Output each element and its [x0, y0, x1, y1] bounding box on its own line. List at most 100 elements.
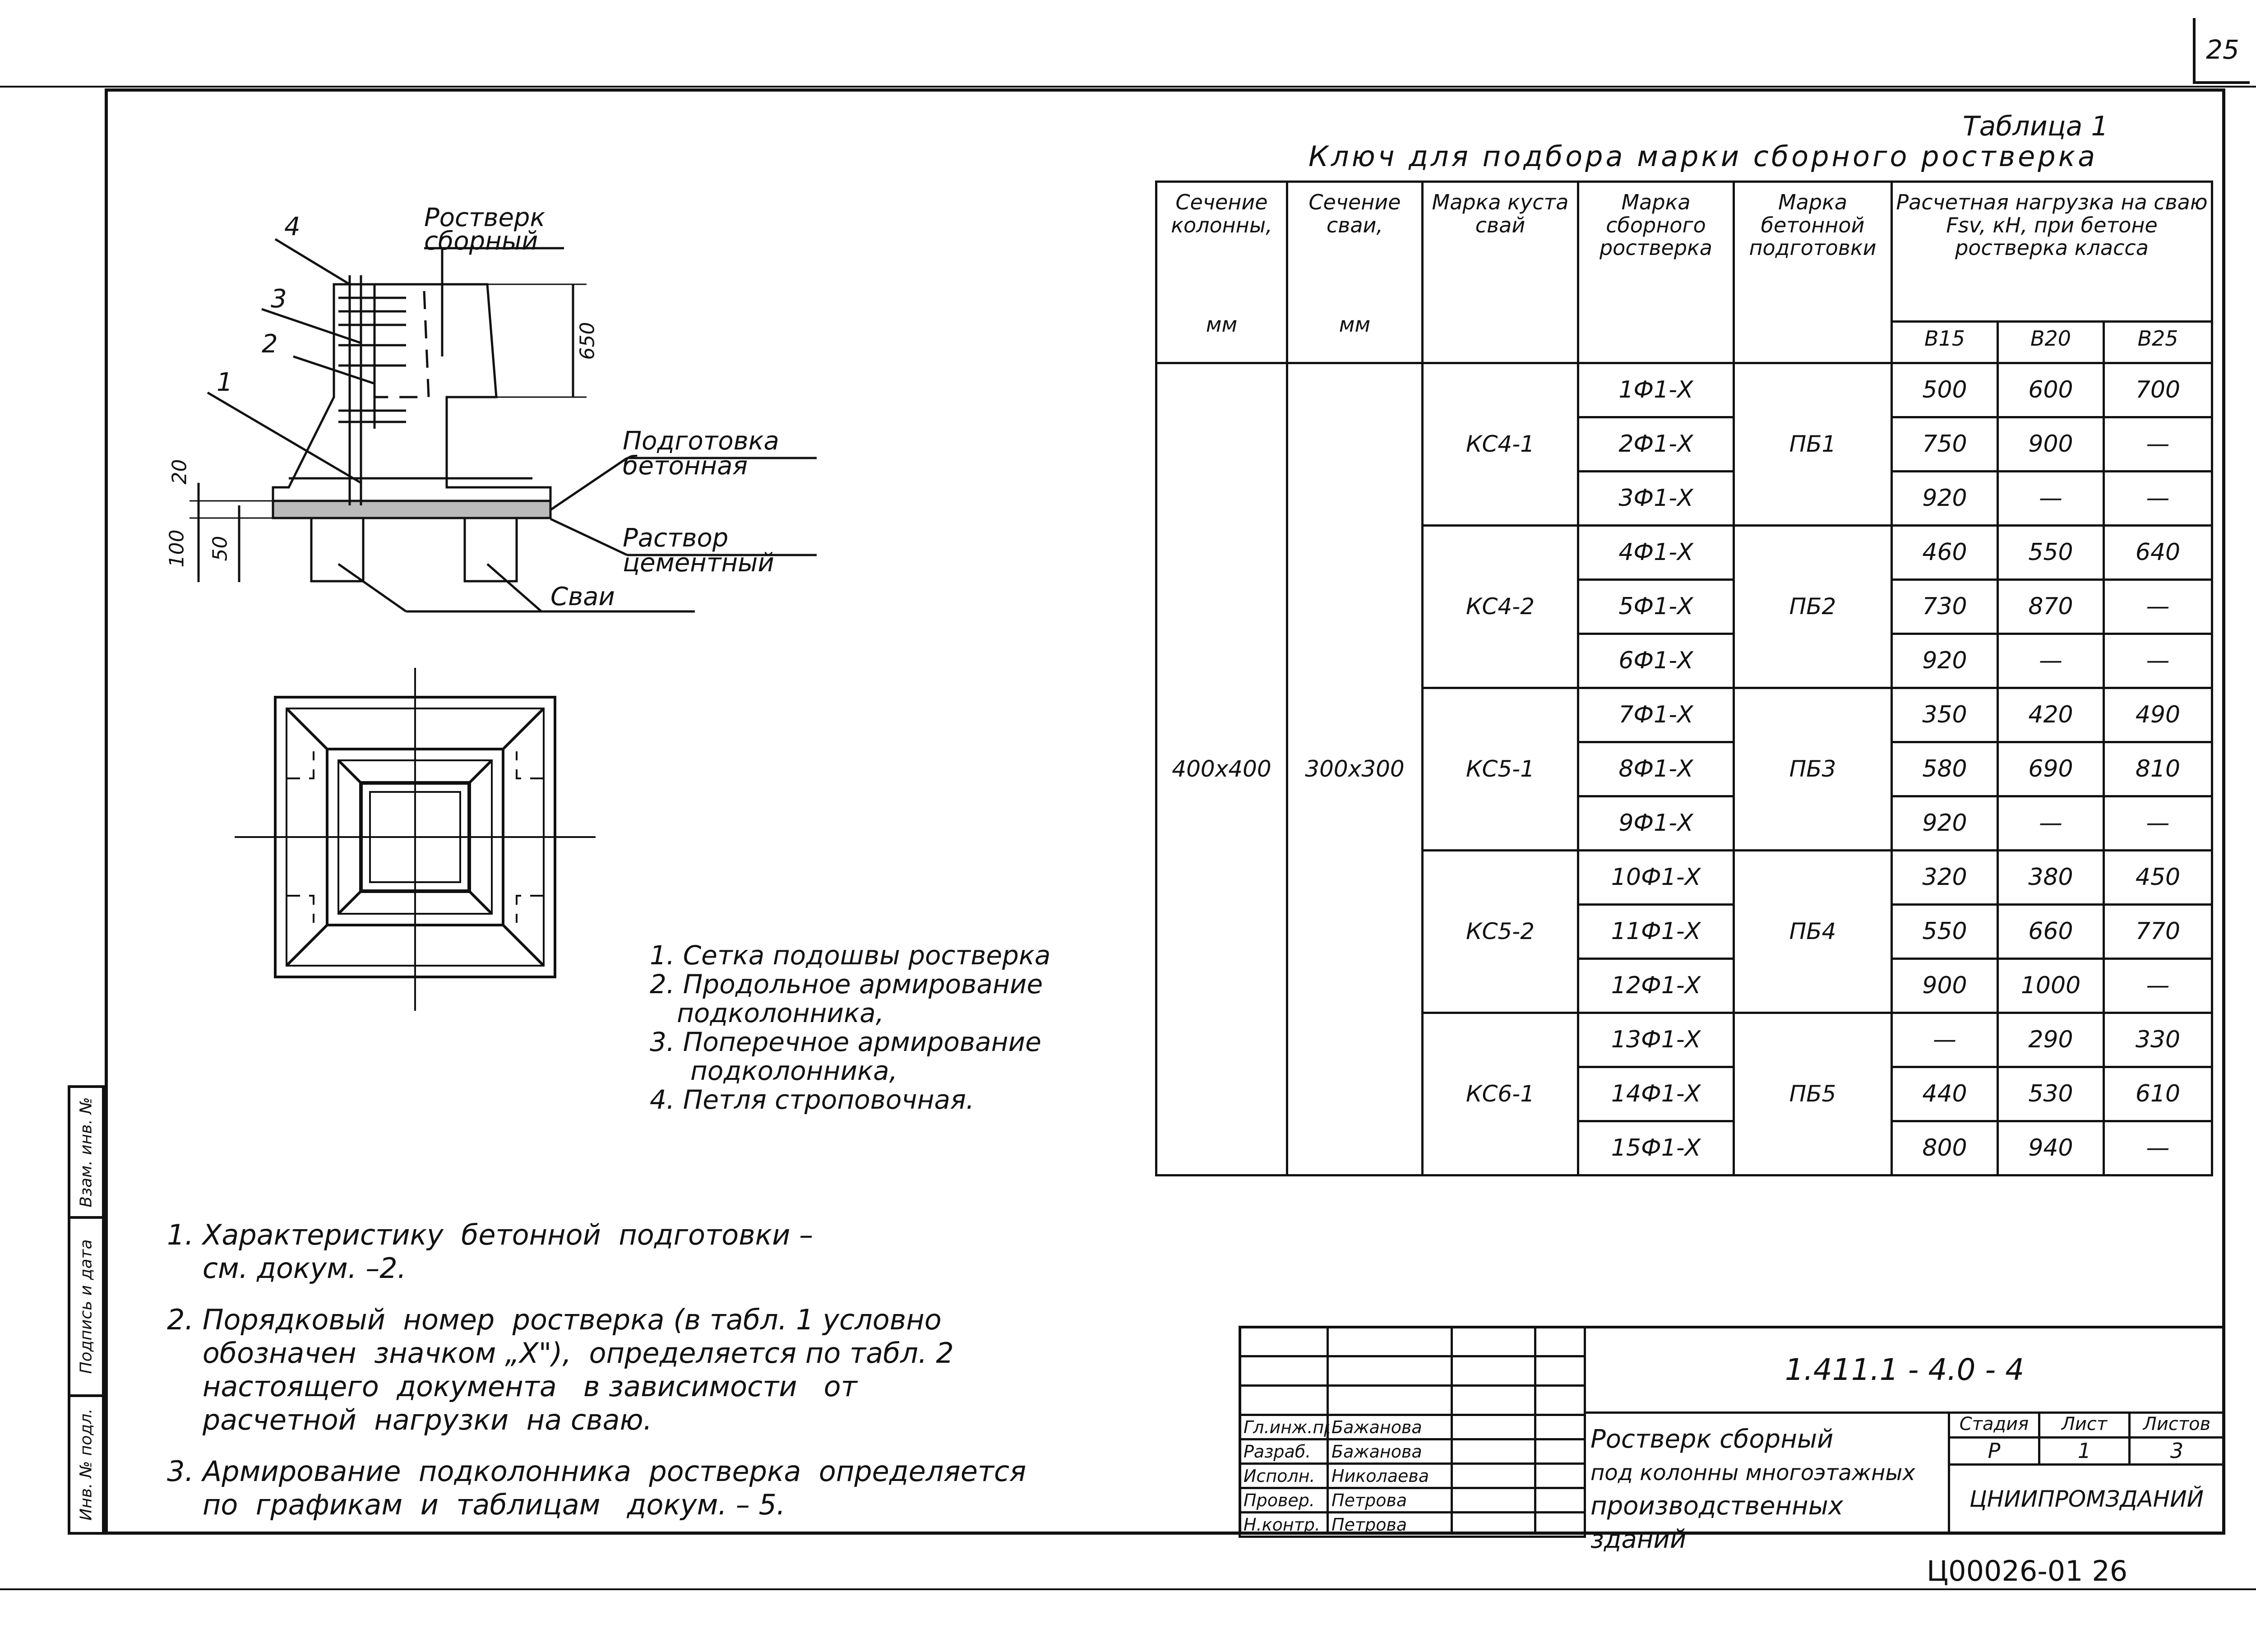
cell-load-b15: 730	[1891, 578, 1999, 635]
cell-load-b25: 770	[2103, 903, 2213, 960]
legend-item-2: 2. Продольное армирование	[650, 969, 1043, 1000]
signature-name: Бажанова	[1331, 1417, 1422, 1437]
cell-grillage-mark: 14Ф1-Х	[1577, 1066, 1735, 1122]
prep-layer	[272, 500, 552, 519]
cell-load-b20: 660	[1997, 903, 2105, 960]
organization: ЦНИИПРОМЗДАНИЙ	[1948, 1463, 2225, 1535]
cell-grillage-mark: 2Ф1-Х	[1577, 416, 1735, 472]
side-label-inventory: Инв. № подл.	[77, 1408, 96, 1521]
callout-3: 3	[271, 284, 287, 314]
cell-load-b20: 420	[1997, 687, 2105, 743]
cell-load-b20: 290	[1997, 1012, 2105, 1068]
dim-50: 50	[208, 536, 232, 561]
signature-name: Петрова	[1331, 1515, 1407, 1535]
label-prep-2: бетонная	[623, 451, 748, 481]
cell-grillage-mark: 12Ф1-Х	[1577, 958, 1735, 1014]
label-mortar-2: цементный	[623, 548, 774, 578]
cell-load-b15: 920	[1891, 470, 1999, 527]
cell-load-b20: 1000	[1997, 958, 2105, 1014]
legend-item-3b: подколонника,	[690, 1055, 898, 1086]
dim-650: 650	[576, 322, 599, 360]
cell-load-b25: —	[2103, 578, 2213, 635]
side-label-exchange: Взам. инв. №	[77, 1097, 96, 1208]
header-grillage-mark: Марка сборного ростверка	[1577, 180, 1735, 364]
cell-load-b15: —	[1891, 1012, 1999, 1068]
signature-role: Разраб.	[1244, 1442, 1311, 1462]
socket-dashed	[374, 291, 430, 398]
cell-load-b15: 800	[1891, 1120, 1999, 1176]
cell-load-b25: —	[2103, 470, 2213, 527]
cell-load-b15: 500	[1891, 362, 1999, 418]
page-number: 25	[2193, 18, 2250, 84]
cell-bush-mark: КС6-1	[1421, 1012, 1579, 1176]
label-grillage-2: сборный	[424, 227, 538, 256]
legend-item-3: 3. Поперечное армирование	[650, 1027, 1041, 1057]
bottom-rule	[0, 1588, 2256, 1590]
signature-row: Исполн.Николаева	[1239, 1462, 1586, 1489]
cell-load-b20: 600	[1997, 362, 2105, 418]
cell-load-b15: 900	[1891, 958, 1999, 1014]
label-grillage-1: Ростверк	[424, 203, 546, 232]
header-load: Расчетная нагрузка на сваю Fsv, кН, при …	[1891, 180, 2213, 323]
legend-item-1: 1. Сетка подошвы ростверка	[650, 940, 1051, 971]
header-bush-mark: Марка куста свай	[1421, 180, 1579, 364]
callout-4: 4	[284, 212, 300, 241]
header-column-section: Сечение колонны, мм	[1155, 180, 1288, 364]
cell-load-b15: 350	[1891, 687, 1999, 743]
side-cell-exchange: Взам. инв. №	[70, 1088, 102, 1219]
grillage-outline	[272, 283, 552, 502]
cell-load-b15: 320	[1891, 849, 1999, 906]
header-column-section-text: Сечение колонны,	[1171, 190, 1272, 237]
dim-20: 20	[168, 459, 191, 485]
leader-2	[293, 355, 375, 385]
grillage-plan-drawing	[235, 668, 596, 1029]
sheets-value: 3	[2128, 1436, 2225, 1466]
cell-load-b15: 920	[1891, 633, 1999, 689]
label-piles: Сваи	[550, 582, 615, 611]
leader-1	[207, 391, 362, 484]
cell-load-b25: —	[2103, 795, 2213, 851]
cell-load-b25: 490	[2103, 687, 2213, 743]
note-3: 3. Армирование подколонника ростверка оп…	[167, 1455, 1026, 1521]
sheet-code: Ц00026-01 26	[1927, 1555, 2128, 1587]
note-2: 2. Порядковый номер ростверка (в табл. 1…	[167, 1303, 954, 1436]
signature-row: Провер.Петрова	[1239, 1487, 1586, 1513]
cell-load-b15: 460	[1891, 524, 1999, 581]
cell-load-b25: 640	[2103, 524, 2213, 581]
cell-load-b20: 380	[1997, 849, 2105, 906]
leader-3	[261, 308, 361, 344]
header-prep-mark: Марка бетонной подготовки	[1733, 180, 1893, 364]
cell-load-b25: 450	[2103, 849, 2213, 906]
stage-label: Стадия	[1948, 1411, 2040, 1439]
doc-name-line-1: Ростверк сборный	[1590, 1425, 1834, 1454]
sig-row-blank-1	[1239, 1326, 1586, 1357]
leader-mortar	[550, 518, 628, 556]
side-label-signature: Подпись и дата	[77, 1239, 96, 1374]
cell-grillage-mark: 1Ф1-Х	[1577, 362, 1735, 418]
cell-load-b20: —	[1997, 633, 2105, 689]
cell-load-b25: —	[2103, 958, 2213, 1014]
cell-grillage-mark: 9Ф1-Х	[1577, 795, 1735, 851]
stage-value: Р	[1948, 1436, 2040, 1466]
section-svg	[190, 238, 817, 613]
cell-load-b20: 940	[1997, 1120, 2105, 1176]
cell-load-b20: 550	[1997, 524, 2105, 581]
header-pile-section-text: Сечение сваи,	[1308, 190, 1401, 237]
plan-svg	[235, 668, 596, 1011]
doc-name-line-3: производственных зданий	[1590, 1491, 1844, 1554]
legend-item-2b: подколонника,	[677, 998, 884, 1028]
cell-load-b20: 870	[1997, 578, 2105, 635]
header-column-unit: мм	[1206, 312, 1238, 337]
side-cell-signature: Подпись и дата	[70, 1219, 102, 1397]
signature-role: Н.контр.	[1244, 1515, 1321, 1535]
cell-load-b25: 700	[2103, 362, 2213, 418]
header-pile-unit: мм	[1339, 312, 1371, 337]
doc-code: 1.411.1 - 4.0 - 4	[1584, 1326, 2225, 1414]
cell-column-section: 400х400	[1155, 362, 1288, 1176]
cell-grillage-mark: 5Ф1-Х	[1577, 578, 1735, 635]
cell-load-b20: —	[1997, 795, 2105, 851]
